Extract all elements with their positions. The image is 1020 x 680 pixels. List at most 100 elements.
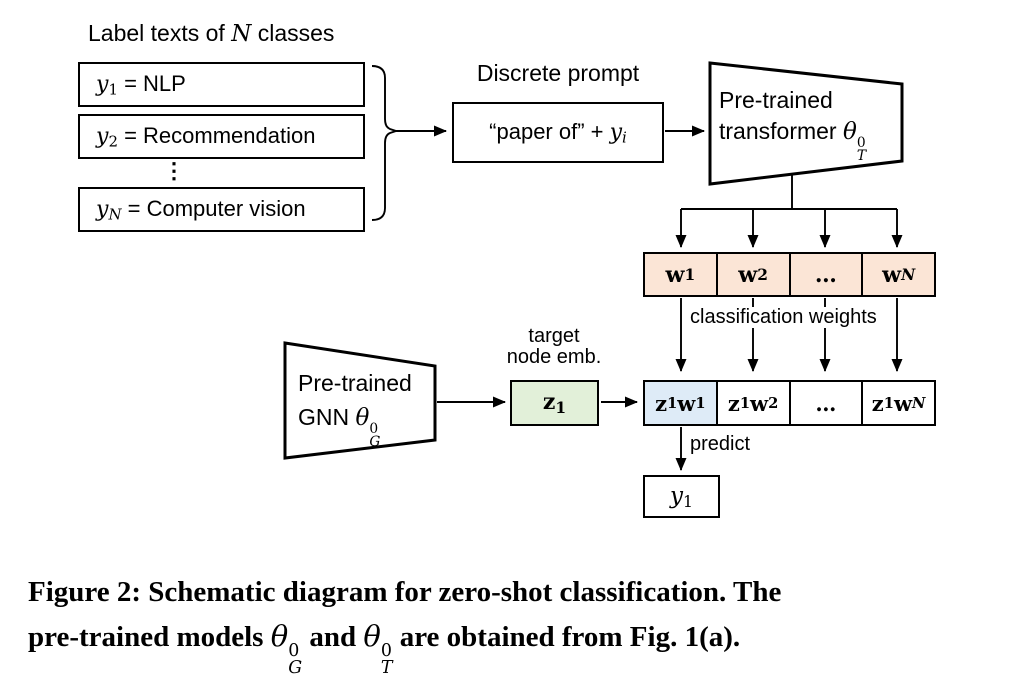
output-sub: 1 xyxy=(683,491,693,511)
vertical-ellipsis: ⋮ xyxy=(163,158,185,183)
prompt-var: y xyxy=(609,119,623,145)
label-y2-text: y2 = Recommendation xyxy=(96,123,315,151)
z1-text: z1 xyxy=(543,389,566,417)
label-group-title-n: N xyxy=(231,21,252,47)
figure-caption: Figure 2: Schematic diagram for zero-sho… xyxy=(28,570,1003,677)
prompt-sub: i xyxy=(622,128,627,147)
z1w2-w: w xyxy=(750,390,769,416)
caption-thetaG: θ xyxy=(270,619,289,653)
wN-var: w xyxy=(882,261,902,288)
y2-sub: 2 xyxy=(108,132,118,151)
discrete-prompt-text: “paper of” + yi xyxy=(489,119,627,147)
output-box-y1: y1 xyxy=(643,475,720,518)
weights-ellipsis: … xyxy=(814,261,837,288)
caption-l2a: pre-trained models xyxy=(28,621,271,653)
w2-sub: 2 xyxy=(757,265,768,284)
transformer-theta-sup: 0 xyxy=(856,134,866,151)
caption-thetaG-sub: G xyxy=(288,657,303,678)
z1w1-zsub: 1 xyxy=(667,394,678,412)
scores-ellipsis: … xyxy=(815,390,837,416)
label-y1-text: y1 = NLP xyxy=(96,71,186,99)
z1w2-zsub: 1 xyxy=(739,394,751,412)
yN-sub: N xyxy=(108,205,122,224)
z1wN-w: w xyxy=(893,390,913,416)
transformer-trapezoid xyxy=(708,61,904,186)
weights-cell-ellipsis: … xyxy=(788,254,862,295)
target-label-line1: target xyxy=(528,325,580,347)
caption-thetaT: θ xyxy=(363,619,381,653)
output-y1-text: y1 xyxy=(670,482,693,511)
gnn-theta: θ xyxy=(355,405,370,431)
z1-var: z xyxy=(542,389,556,416)
z1w1-z: z xyxy=(655,390,668,416)
caption-l2b: and xyxy=(302,621,364,653)
z1w1-w: w xyxy=(677,390,696,416)
scores-cell-ellipsis: … xyxy=(788,382,862,424)
transformer-theta: θ xyxy=(842,119,857,145)
yN-var: y xyxy=(96,196,109,222)
target-emb-box: z1 xyxy=(510,380,599,426)
classification-weights-label: classification weights xyxy=(687,307,880,328)
gnn-theta-sub: G xyxy=(369,434,381,451)
output-var: y xyxy=(670,483,684,510)
yN-rest: = Computer vision xyxy=(121,195,306,221)
caption-thetaG-sup: 0 xyxy=(288,640,300,661)
w1-sub: 1 xyxy=(684,265,696,284)
w1-var: w xyxy=(665,261,685,288)
label-group-title-rest: classes xyxy=(251,20,335,46)
y1-var: y xyxy=(96,71,109,97)
z1wN-wsub: N xyxy=(912,394,926,412)
caption-thetaT-sub: T xyxy=(380,657,393,678)
w2-var: w xyxy=(738,261,758,288)
z1wN-z: z xyxy=(871,390,884,416)
z1wN-zsub: 1 xyxy=(883,394,894,412)
discrete-prompt-box: “paper of” + yi xyxy=(452,102,664,163)
gnn-line1: Pre-trained xyxy=(298,370,412,396)
target-node-emb-label: target node emb. xyxy=(494,326,614,368)
caption-thetaT-sup: 0 xyxy=(380,640,392,661)
transformer-theta-sub: T xyxy=(856,148,867,165)
y2-rest: = Recommendation xyxy=(117,122,316,148)
transformer-line1: Pre-trained xyxy=(719,87,833,113)
y1-rest: = NLP xyxy=(117,70,186,96)
diagram-wires xyxy=(283,61,904,471)
label-group-brace xyxy=(371,65,400,221)
label-group-title-text: Label texts of xyxy=(88,20,232,46)
z1-sub: 1 xyxy=(555,398,567,417)
discrete-prompt-title: Discrete prompt xyxy=(476,60,640,86)
gnn-trapezoid xyxy=(283,341,437,460)
prompt-string: “paper of” + xyxy=(489,118,610,144)
transformer-word: transformer xyxy=(719,118,843,144)
gnn-word: GNN xyxy=(298,404,356,430)
label-group-title: Label texts of N classes xyxy=(88,20,334,47)
y1-sub: 1 xyxy=(108,80,118,99)
gnn-theta-sup: 0 xyxy=(369,420,379,437)
caption-line1: Figure 2: Schematic diagram for zero-sho… xyxy=(28,576,782,608)
label-box-y1: y1 = NLP xyxy=(78,62,365,107)
target-label-line2: node emb. xyxy=(506,346,602,368)
z1w2-wsub: 2 xyxy=(768,394,779,412)
z1w2-z: z xyxy=(727,390,740,416)
z1w1-wsub: 1 xyxy=(695,394,706,412)
predict-label: predict xyxy=(690,433,751,455)
label-box-yN: yN = Computer vision xyxy=(78,187,365,232)
wN-sub: N xyxy=(901,265,916,284)
